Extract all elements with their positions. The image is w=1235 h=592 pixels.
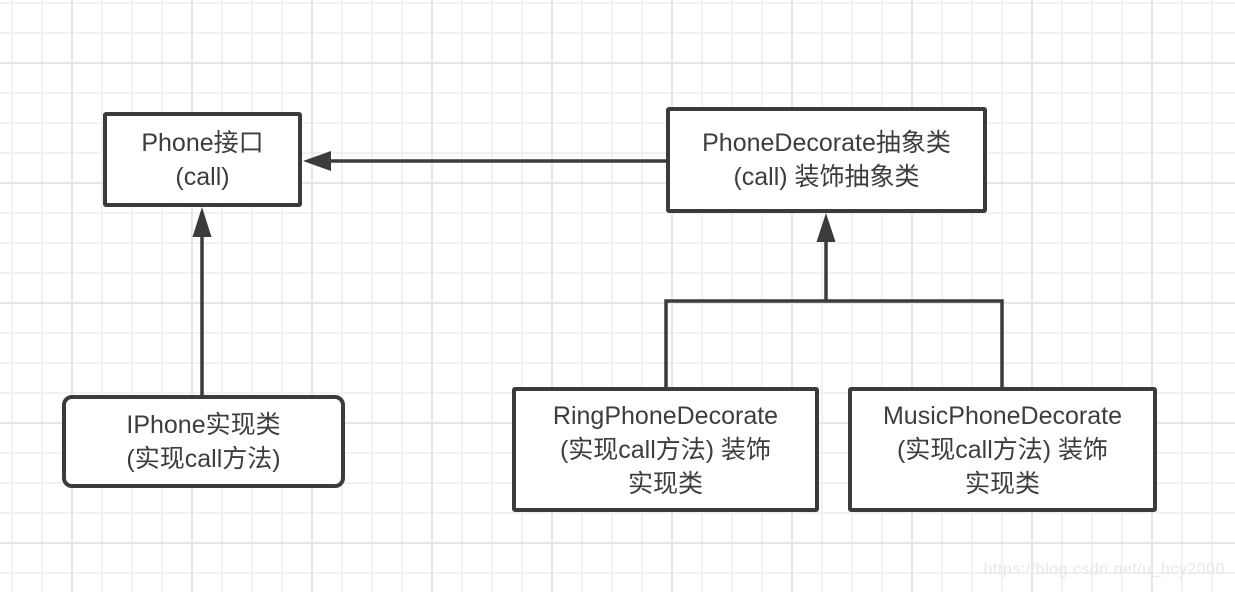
node-music-phone-decorate-title: MusicPhoneDecorate <box>882 401 1122 430</box>
node-ring-phone-decorate-subtitle: (实现call方法) 装饰 <box>559 435 772 464</box>
node-phone-interface-title: Phone接口 <box>141 128 264 157</box>
node-phone-decorate-title: PhoneDecorate抽象类 <box>702 129 951 157</box>
edge-decorate-to-interface <box>303 151 666 171</box>
node-phone-interface-subtitle: (call) <box>175 162 230 191</box>
node-phone-decorate: PhoneDecorate抽象类 (call) 装饰抽象类 <box>666 107 987 213</box>
node-ring-phone-decorate: RingPhoneDecorate (实现call方法) 装饰 实现类 <box>512 387 819 512</box>
edge-iphone-to-interface <box>192 207 212 395</box>
node-phone-interface: Phone接口 (call) <box>103 112 302 207</box>
edge-decorators-to-decorate <box>664 213 1004 387</box>
node-ring-phone-decorate-subtitle2: 实现类 <box>627 469 703 498</box>
node-iphone-impl-subtitle: (实现call方法) <box>126 444 281 473</box>
node-music-phone-decorate-subtitle2: 实现类 <box>964 469 1040 498</box>
node-iphone-impl: IPhone实现类 (实现call方法) <box>62 395 345 488</box>
node-music-phone-decorate-subtitle: (实现call方法) 装饰 <box>896 435 1109 464</box>
watermark-url: https://blog.csdn.net/u_hcy2000 <box>983 561 1225 578</box>
node-ring-phone-decorate-title: RingPhoneDecorate <box>552 401 779 430</box>
node-iphone-impl-title: IPhone实现类 <box>126 410 281 439</box>
node-phone-decorate-subtitle: (call) 装饰抽象类 <box>733 163 920 191</box>
node-music-phone-decorate: MusicPhoneDecorate (实现call方法) 装饰 实现类 <box>848 387 1157 512</box>
